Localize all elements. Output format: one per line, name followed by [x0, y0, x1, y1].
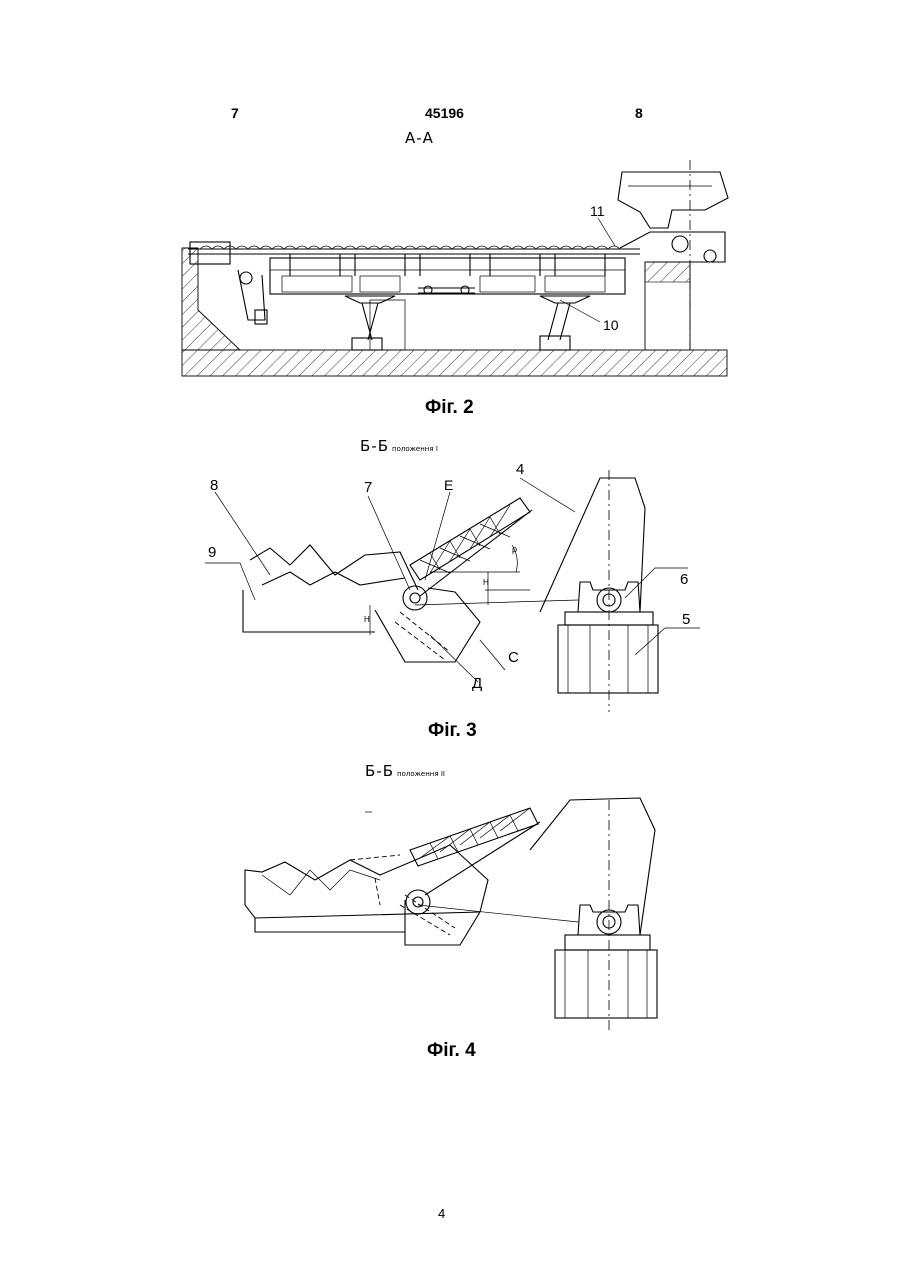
figure-3-drawing: 8 7 Е 4 9 6 5 С Д Н Н ρ: [205, 461, 700, 712]
label-6: 6: [680, 571, 688, 588]
label-D: Д: [472, 675, 482, 692]
label-H-lower: Н: [364, 615, 370, 624]
label-5: 5: [682, 611, 690, 628]
figure-2-drawing: 11 10: [182, 160, 728, 376]
label-4: 4: [516, 461, 524, 478]
label-C: С: [508, 649, 519, 666]
label-7: 7: [364, 479, 372, 496]
label-8: 8: [210, 477, 218, 494]
figure-4-drawing: [245, 798, 657, 1032]
label-E: Е: [444, 477, 453, 493]
label-10: 10: [603, 317, 619, 333]
label-H-upper: Н: [483, 578, 489, 587]
label-rho: ρ: [512, 544, 517, 554]
label-11: 11: [590, 203, 605, 219]
label-9: 9: [208, 544, 216, 561]
